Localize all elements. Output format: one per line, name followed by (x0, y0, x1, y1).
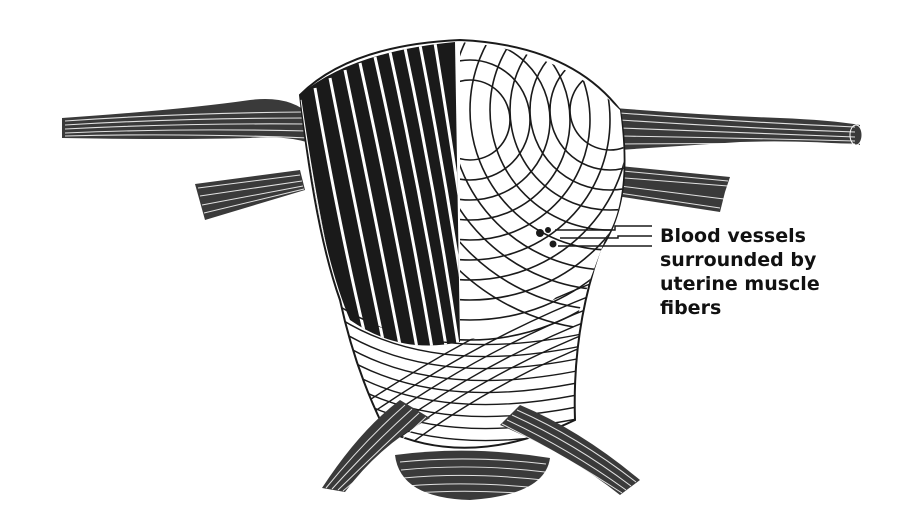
annotation-line-1: Blood vessels (660, 224, 900, 248)
right-ligament (610, 165, 730, 212)
annotation-line-3: uterine muscle (660, 272, 900, 296)
annotation-line-4: fibers (660, 296, 900, 320)
annotation-line-2: surrounded by (660, 248, 900, 272)
cervix-base (395, 451, 550, 500)
blood-vessels-annotation: Blood vessels surrounded by uterine musc… (660, 224, 900, 320)
left-ligament (195, 170, 305, 220)
right-fallopian-tube (615, 108, 862, 150)
left-fallopian-tube (62, 99, 315, 145)
